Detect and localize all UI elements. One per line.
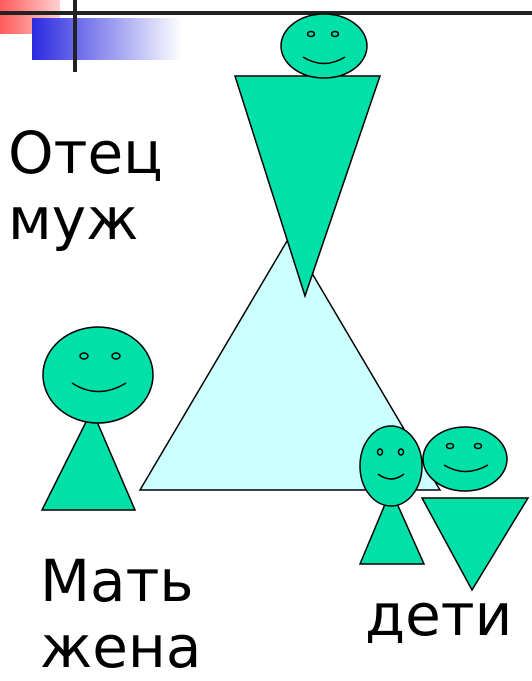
mother-label: Мать жена bbox=[40, 548, 201, 680]
mother-body bbox=[40, 408, 137, 511]
father-label-line-2: муж bbox=[8, 185, 139, 253]
children-label: дети bbox=[365, 582, 512, 648]
children-label-text: дети bbox=[365, 581, 513, 649]
corner-decoration-icon bbox=[0, 0, 532, 72]
child-boy-figure bbox=[420, 426, 530, 592]
father-label: Отец муж bbox=[8, 120, 163, 252]
mother-label-line-1: Мать bbox=[40, 547, 194, 615]
child-girl-figure bbox=[358, 425, 426, 565]
smiley-face-icon bbox=[422, 426, 508, 492]
father-label-line-1: Отец bbox=[8, 119, 163, 187]
smiley-face-icon bbox=[42, 326, 154, 424]
smiley-face-icon bbox=[280, 13, 368, 79]
family-triangle bbox=[138, 234, 442, 491]
smiley-face-icon bbox=[359, 425, 423, 507]
child-boy-body bbox=[420, 497, 530, 592]
mother-figure bbox=[40, 326, 154, 511]
mother-label-line-2: жена bbox=[40, 613, 202, 681]
father-body bbox=[233, 75, 382, 299]
child-girl-body bbox=[358, 488, 426, 565]
father-figure bbox=[233, 13, 382, 299]
